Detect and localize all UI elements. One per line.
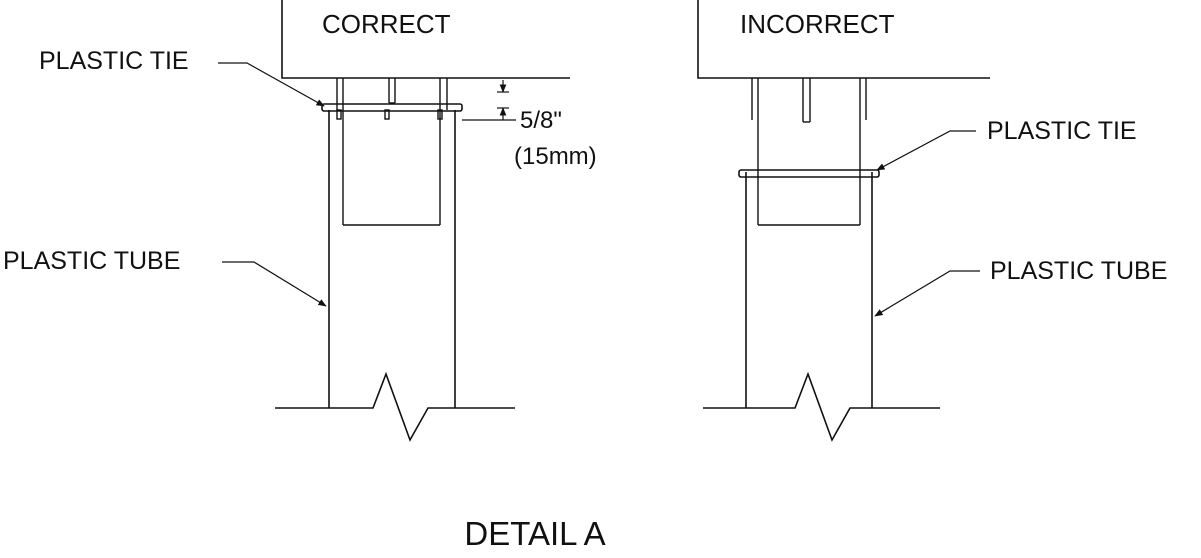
slab-outline-left (281, 0, 570, 79)
dimension-marker (462, 80, 516, 121)
tie-leader-left (218, 62, 325, 107)
plastic-tube-label-left: PLASTIC TUBE (3, 247, 180, 275)
rod-box-left (336, 78, 448, 226)
tie-leader-right (876, 130, 976, 171)
correct-heading: CORRECT (322, 9, 451, 39)
incorrect-heading: INCORRECT (740, 9, 895, 39)
dimension-imperial-label: 5/8" (520, 107, 562, 134)
detail-caption: DETAIL A (464, 515, 605, 552)
incorrect-panel: INCORRECT PLASTIC TIE PLASTIC TUBE (697, 0, 1167, 442)
tube-leader-right (874, 270, 980, 317)
plastic-tie-left (321, 103, 463, 112)
rod-box-right (751, 78, 867, 226)
dimension-metric-label: (15mm) (514, 143, 597, 170)
correct-panel: CORRECT PLASTIC TIE PLASTIC TUBE 5/8" (1… (3, 0, 597, 442)
plastic-tube-right (745, 172, 873, 408)
plastic-tube-label-right: PLASTIC TUBE (990, 257, 1167, 285)
ground-break-right (703, 371, 940, 442)
plastic-tie-right (738, 169, 880, 178)
plastic-tie-label-right: PLASTIC TIE (987, 117, 1137, 145)
plastic-tube-left (328, 110, 456, 408)
plastic-tie-label-left: PLASTIC TIE (39, 47, 189, 75)
slab-outline-right (697, 0, 990, 79)
tube-leader-left (222, 261, 327, 307)
ground-break-left (275, 371, 515, 442)
